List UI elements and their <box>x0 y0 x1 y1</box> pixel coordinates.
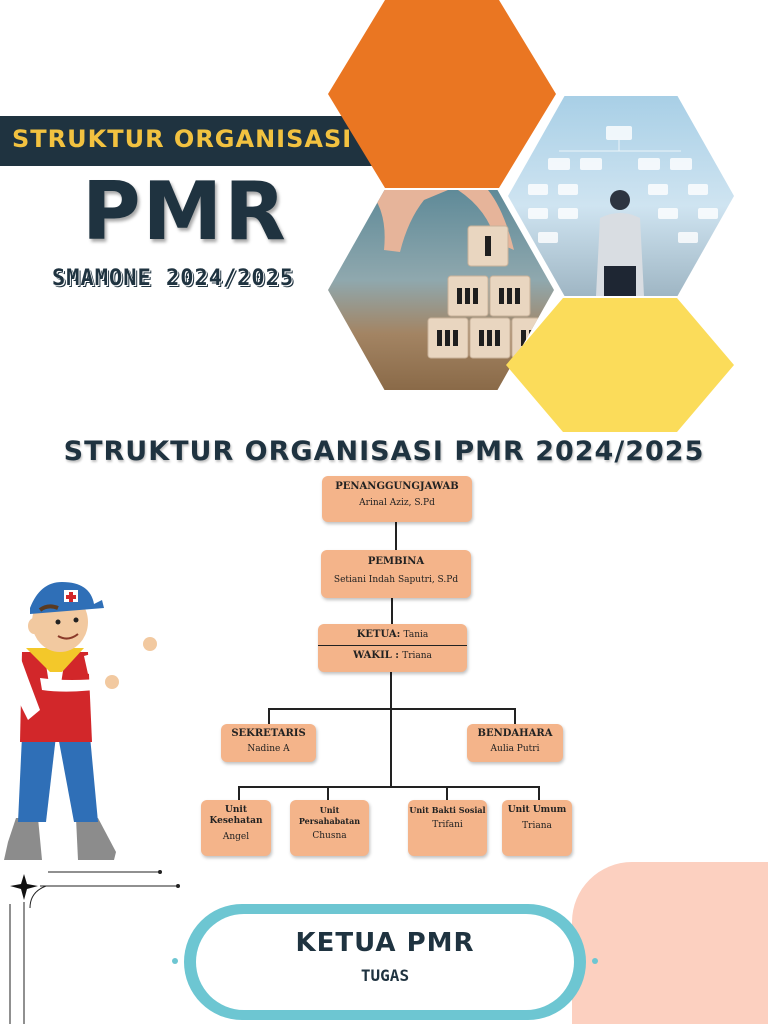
ketua-row: KETUA: Tania <box>318 629 467 640</box>
box-unit-kesehatan: Unit Kesehatan Angel <box>201 800 271 856</box>
header-band: STRUKTUR ORGANISASI <box>0 116 372 166</box>
decorative-star-lines <box>0 868 190 1024</box>
divider <box>318 645 467 646</box>
box-bendahara: BENDAHARA Aulia Putri <box>467 724 563 762</box>
person-name: Triana <box>522 821 552 831</box>
role-label: KETUA: <box>356 629 401 640</box>
connector-line <box>390 672 392 786</box>
role-label: BENDAHARA <box>477 728 553 739</box>
badge-dot-left <box>172 958 178 964</box>
connector-line <box>514 708 516 724</box>
box-unit-umum: Unit Umum Triana <box>502 800 572 856</box>
ketua-pmr-badge-inner <box>196 914 574 1010</box>
person-name: Triana <box>402 651 432 661</box>
connector-line <box>268 708 270 724</box>
box-unit-persahabatan: Unit Persahabatan Chusna <box>290 800 369 856</box>
page-title: PMR <box>82 165 288 258</box>
role-label: Unit Umum <box>507 805 567 815</box>
box-sekretaris: SEKRETARIS Nadine A <box>221 724 316 762</box>
box-ketua-wakil: KETUA: Tania WAKIL : Triana <box>318 624 467 672</box>
wakil-row: WAKIL : Triana <box>318 650 467 661</box>
badge-dot-right <box>592 958 598 964</box>
box-pembina: PEMBINA Setiani Indah Saputri, S.Pd <box>321 550 471 598</box>
person-name: Aulia Putri <box>490 744 540 754</box>
connector-line <box>395 522 397 550</box>
school-year: SMAMONE 2024/2025 <box>52 266 295 291</box>
connector-line <box>238 786 540 788</box>
pink-corner-shape <box>572 862 768 1024</box>
role-label: Unit Kesehatan <box>209 805 263 826</box>
connector-line <box>268 708 516 710</box>
person-name: Nadine A <box>247 744 290 754</box>
person-name: Setiani Indah Saputri, S.Pd <box>333 575 459 585</box>
connector-line <box>538 786 540 800</box>
role-label: Unit Persahabatan <box>298 805 361 826</box>
person-name: Chusna <box>312 831 347 841</box>
connector-line <box>327 786 329 800</box>
box-unit-bakti-sosial: Unit Bakti Sosial Trifani <box>408 800 487 856</box>
role-label: SEKRETARIS <box>231 728 306 739</box>
connector-line <box>446 786 448 800</box>
role-label: Unit Bakti Sosial <box>409 805 486 815</box>
connector-line <box>238 786 240 800</box>
footer-subtitle: TUGAS <box>360 966 410 985</box>
org-chart-businessman-image <box>508 96 734 296</box>
person-name: Tania <box>403 630 429 640</box>
pmr-mascot-illustration <box>0 560 160 860</box>
connector-line <box>391 598 393 624</box>
yellow-hexagon <box>506 298 734 432</box>
person-name: Angel <box>222 832 250 842</box>
box-penanggungjawab: PENANGGUNGJAWAB Arinal Aziz, S.Pd <box>322 476 472 522</box>
header-band-title: STRUKTUR ORGANISASI <box>12 125 353 153</box>
footer-title: KETUA PMR <box>295 928 475 958</box>
person-name: Arinal Aziz, S.Pd <box>359 498 435 508</box>
role-label: WAKIL : <box>353 650 400 661</box>
role-label: PEMBINA <box>367 556 425 567</box>
person-name: Trifani <box>432 820 463 830</box>
org-chart-title: STRUKTUR ORGANISASI PMR 2024/2025 <box>63 436 705 467</box>
role-label: PENANGGUNGJAWAB <box>335 481 459 492</box>
